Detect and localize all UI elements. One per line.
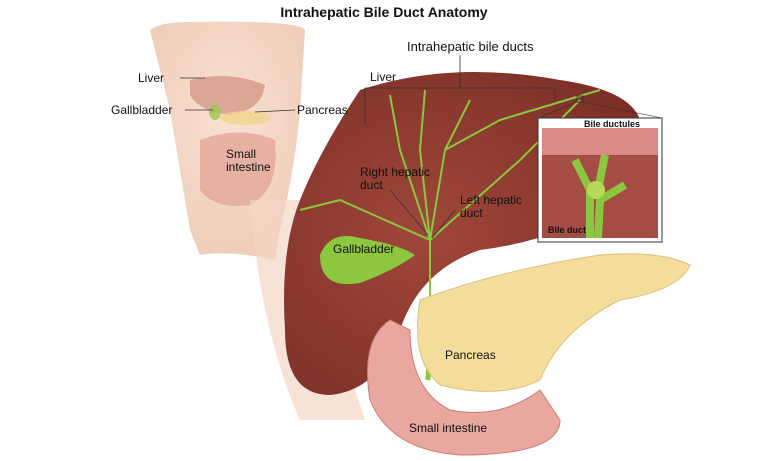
pancreas-label: Pancreas bbox=[445, 348, 496, 362]
torso-gallbladder bbox=[209, 104, 221, 120]
torso-intestine bbox=[200, 132, 276, 206]
intrahepatic-bile-ducts-label: Intrahepatic bile ducts bbox=[407, 39, 534, 54]
left-hepatic-duct-label-1: Left hepatic bbox=[460, 193, 523, 207]
torso-pancreas-label: Pancreas bbox=[297, 103, 348, 117]
pancreas-shape bbox=[417, 253, 691, 392]
leader-lines bbox=[180, 55, 556, 239]
torso-pancreas bbox=[220, 111, 270, 125]
bile-ductules-label: Bile ductules bbox=[584, 119, 641, 129]
small-intestine-label: Small intestine bbox=[409, 421, 488, 435]
torso-small-intestine-label-1: Small bbox=[226, 147, 257, 161]
gallbladder-label: Gallbladder bbox=[333, 242, 395, 256]
gallbladder-shape bbox=[320, 236, 415, 285]
torso-gallbladder-label: Gallbladder bbox=[111, 103, 173, 117]
intrahepatic-ducts bbox=[299, 89, 601, 300]
left-hepatic-duct-label-2: duct bbox=[460, 206, 483, 220]
bile-duct-label: Bile duct bbox=[548, 225, 587, 235]
torso-liver-label: Liver bbox=[138, 71, 165, 85]
intestine-shape bbox=[367, 319, 561, 456]
liver-label: Liver bbox=[370, 70, 397, 84]
torso-small-intestine-label-2: intestine bbox=[226, 160, 271, 174]
right-hepatic-duct-label-2: duct bbox=[360, 178, 383, 192]
diagram-title: Intrahepatic Bile Duct Anatomy bbox=[280, 4, 488, 20]
torso-liver bbox=[190, 76, 265, 115]
right-hepatic-duct-label-1: Right hepatic bbox=[360, 165, 431, 179]
inset-bile-ductules bbox=[537, 95, 663, 243]
